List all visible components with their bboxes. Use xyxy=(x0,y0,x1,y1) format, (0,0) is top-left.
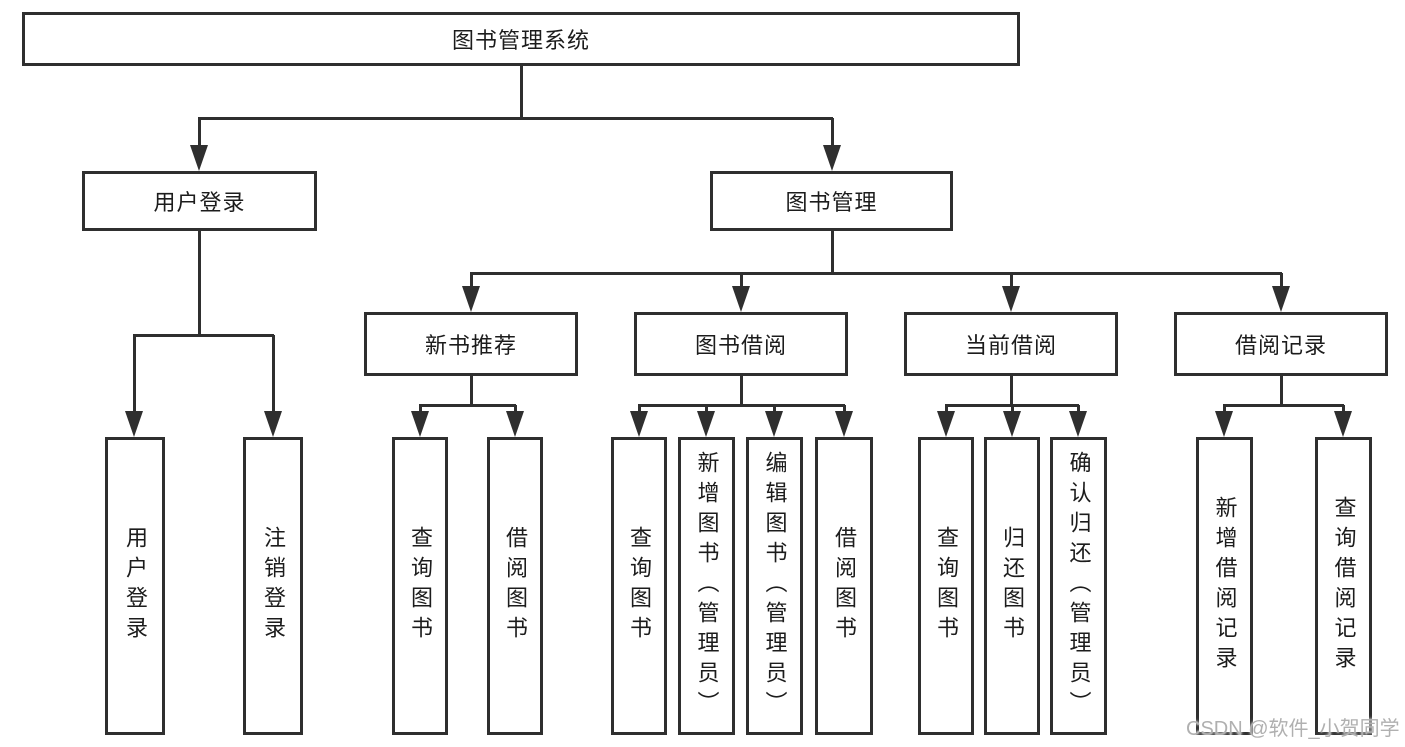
node-book-borrowing: 图书借阅 xyxy=(634,312,848,376)
arrowhead-down-icon xyxy=(506,411,524,437)
arrowhead-down-icon xyxy=(264,411,282,437)
leaf-br-query-record: 查询借阅记录 xyxy=(1315,437,1372,735)
leaf-nbr-query-books-label: 查询图书 xyxy=(408,526,433,646)
connector-line xyxy=(1010,273,1013,287)
leaf-bb-borrow-books-label: 借阅图书 xyxy=(832,526,857,646)
connector-line xyxy=(198,117,833,120)
connector-line xyxy=(831,231,834,273)
connector-line xyxy=(1223,404,1344,407)
node-book-management-label: 图书管理 xyxy=(785,190,878,215)
connector-line xyxy=(1077,405,1080,412)
node-new-book-recommend-label: 新书推荐 xyxy=(424,333,517,358)
node-borrowing-records: 借阅记录 xyxy=(1174,312,1388,376)
arrowhead-down-icon xyxy=(937,411,955,437)
node-borrowing-records-label: 借阅记录 xyxy=(1234,333,1327,358)
connector-line xyxy=(831,118,834,146)
leaf-br-add-record-label: 新增借阅记录 xyxy=(1212,496,1238,676)
arrowhead-down-icon xyxy=(732,286,750,312)
leaf-cb-query-books: 查询图书 xyxy=(918,437,974,735)
arrowhead-down-icon xyxy=(1003,411,1021,437)
connector-line xyxy=(945,405,948,412)
connector-line xyxy=(198,231,201,335)
leaf-cb-return-books: 归还图书 xyxy=(984,437,1040,735)
leaf-user-login: 用户登录 xyxy=(105,437,165,735)
node-root-system: 图书管理系统 xyxy=(22,12,1020,66)
connector-line xyxy=(514,405,517,412)
node-book-borrowing-label: 图书借阅 xyxy=(694,333,787,358)
arrowhead-down-icon xyxy=(1069,411,1087,437)
leaf-cb-return-books-label: 归还图书 xyxy=(1000,526,1025,646)
node-user-login-label: 用户登录 xyxy=(153,190,246,215)
arrowhead-down-icon xyxy=(697,411,715,437)
node-new-book-recommend: 新书推荐 xyxy=(364,312,578,376)
connector-line xyxy=(198,118,201,146)
leaf-bb-add-books-admin-label: 新增图书（管理员） xyxy=(694,451,720,721)
leaf-nbr-borrow-books: 借阅图书 xyxy=(487,437,543,735)
arrowhead-down-icon xyxy=(823,145,841,171)
connector-line xyxy=(638,405,641,412)
arrowhead-down-icon xyxy=(411,411,429,437)
connector-line xyxy=(470,272,1282,275)
connector-line xyxy=(419,405,422,412)
arrowhead-down-icon xyxy=(835,411,853,437)
connector-line xyxy=(1280,273,1283,287)
connector-line xyxy=(1280,376,1283,405)
connector-line xyxy=(740,376,743,405)
node-current-borrowing-label: 当前借阅 xyxy=(964,333,1057,358)
arrowhead-down-icon xyxy=(462,286,480,312)
connector-line xyxy=(1010,376,1013,405)
connector-line xyxy=(773,405,776,412)
arrowhead-down-icon xyxy=(125,411,143,437)
connector-line xyxy=(470,273,473,287)
leaf-logout-label: 注销登录 xyxy=(261,526,286,646)
node-current-borrowing: 当前借阅 xyxy=(904,312,1118,376)
leaf-cb-confirm-return-admin: 确认归还（管理员） xyxy=(1050,437,1107,735)
connector-line xyxy=(740,273,743,287)
leaf-br-add-record: 新增借阅记录 xyxy=(1196,437,1253,735)
connector-line xyxy=(520,66,523,118)
leaf-cb-query-books-label: 查询图书 xyxy=(934,526,959,646)
arrowhead-down-icon xyxy=(1215,411,1233,437)
arrowhead-down-icon xyxy=(1002,286,1020,312)
leaf-bb-add-books-admin: 新增图书（管理员） xyxy=(678,437,735,735)
leaf-nbr-query-books: 查询图书 xyxy=(392,437,448,735)
watermark-text: CSDN @软件_小贺同学 xyxy=(1186,718,1400,740)
connector-line xyxy=(133,334,274,337)
connector-line xyxy=(133,335,136,412)
connector-line xyxy=(638,404,845,407)
leaf-bb-query-books-label: 查询图书 xyxy=(627,526,652,646)
leaf-bb-borrow-books: 借阅图书 xyxy=(815,437,873,735)
arrowhead-down-icon xyxy=(765,411,783,437)
connector-line xyxy=(272,335,275,412)
leaf-bb-edit-books-admin-label: 编辑图书（管理员） xyxy=(762,451,788,721)
arrowhead-down-icon xyxy=(1334,411,1352,437)
connector-line xyxy=(1223,405,1226,412)
leaf-nbr-borrow-books-label: 借阅图书 xyxy=(503,526,528,646)
leaf-bb-edit-books-admin: 编辑图书（管理员） xyxy=(746,437,803,735)
connector-line xyxy=(419,404,516,407)
connector-line xyxy=(1342,405,1345,412)
leaf-cb-confirm-return-admin-label: 确认归还（管理员） xyxy=(1066,451,1092,721)
leaf-bb-query-books: 查询图书 xyxy=(611,437,667,735)
leaf-user-login-label: 用户登录 xyxy=(123,526,148,646)
arrowhead-down-icon xyxy=(630,411,648,437)
node-book-management: 图书管理 xyxy=(710,171,953,231)
connector-line xyxy=(705,405,708,412)
connector-line xyxy=(843,405,846,412)
connector-line xyxy=(470,376,473,405)
arrowhead-down-icon xyxy=(190,145,208,171)
node-root-system-label: 图书管理系统 xyxy=(451,28,590,53)
leaf-br-query-record-label: 查询借阅记录 xyxy=(1331,496,1357,676)
connector-line xyxy=(1011,405,1014,412)
node-user-login: 用户登录 xyxy=(82,171,317,231)
leaf-logout: 注销登录 xyxy=(243,437,303,735)
arrowhead-down-icon xyxy=(1272,286,1290,312)
